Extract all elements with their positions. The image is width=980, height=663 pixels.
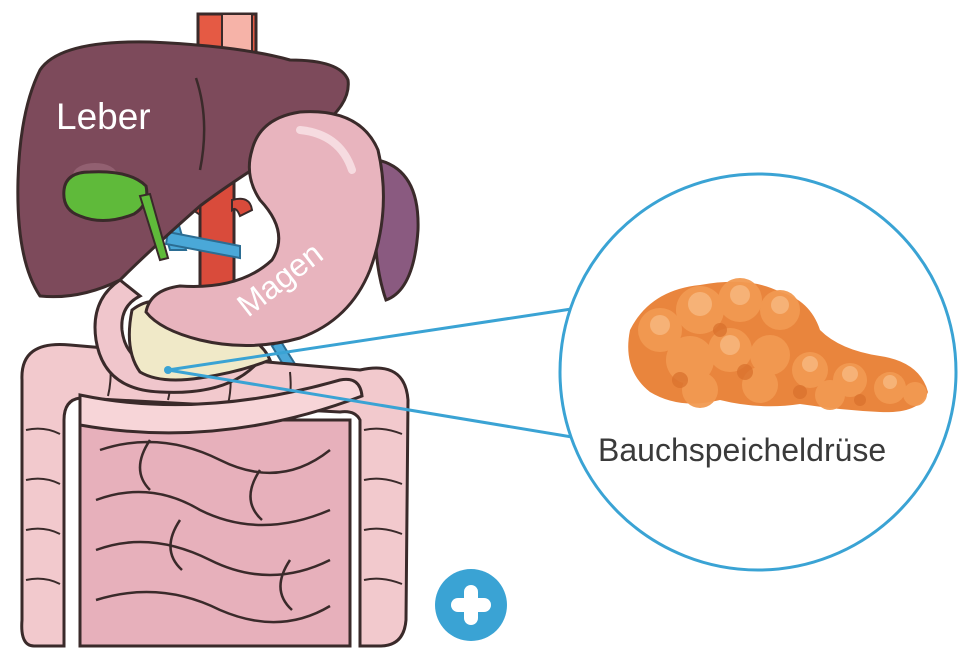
bile-duct	[138, 192, 170, 262]
pancreas-enlarged	[628, 278, 928, 413]
medical-cross-logo-icon	[435, 569, 507, 641]
gallbladder	[62, 170, 149, 222]
pancreas-label: Bauchspeicheldrüse	[598, 432, 886, 468]
callout-anchor-dot	[164, 366, 172, 374]
transverse-colon	[78, 377, 364, 435]
stomach-highlight	[296, 126, 356, 174]
liver	[16, 40, 350, 299]
liver-label: Leber	[56, 96, 151, 137]
small-intestine	[78, 418, 352, 648]
callout-lines	[167, 306, 579, 440]
liver-lobe-line	[194, 77, 206, 171]
stomach	[144, 110, 385, 348]
